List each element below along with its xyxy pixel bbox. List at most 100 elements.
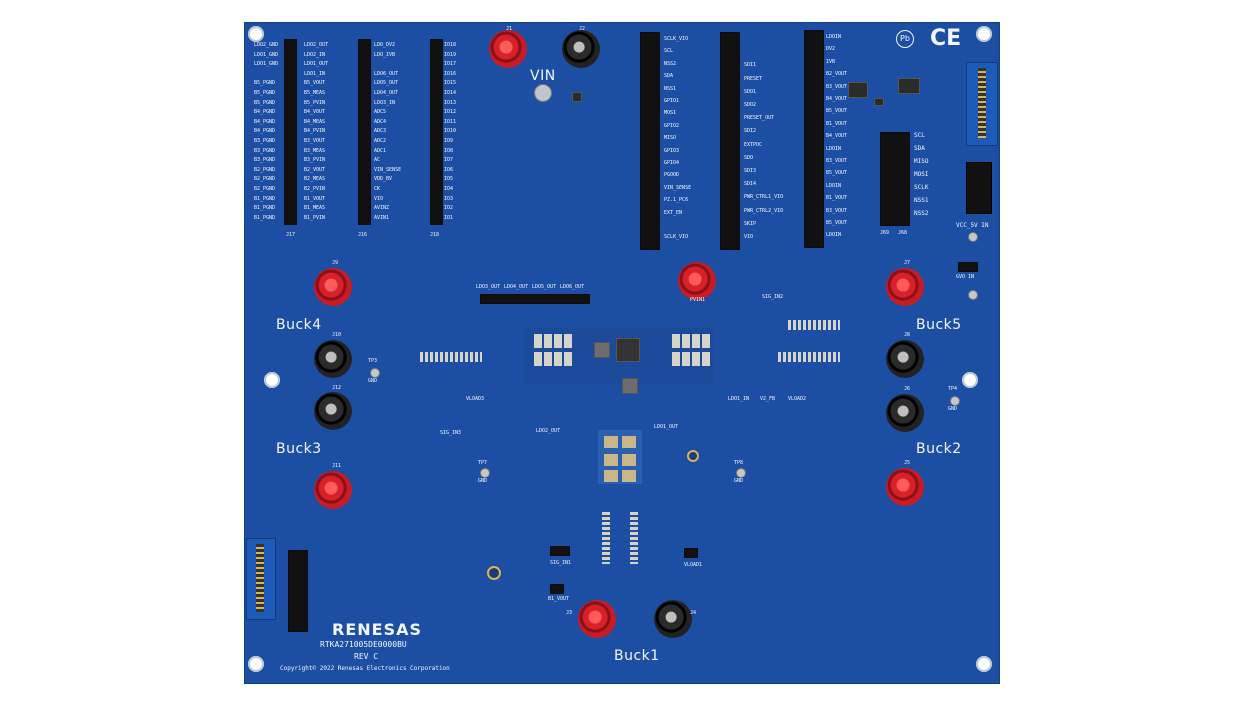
pvin1-red-binding-post[interactable] — [678, 262, 716, 300]
j6-label: J6 — [904, 386, 911, 392]
silk-label: NSS1 — [664, 85, 677, 92]
mounting-hole — [248, 26, 264, 42]
buck2-black-binding-post[interactable] — [886, 394, 924, 432]
vcc-in-label: VCC_5V IN — [956, 222, 989, 229]
ic-chip — [898, 78, 920, 94]
silk-label: B2_PVIN — [304, 186, 326, 192]
spi-label: NSS2 — [914, 210, 929, 217]
buck1-black-binding-post[interactable] — [654, 600, 692, 638]
silk-label: B3_VOUT — [826, 158, 848, 164]
capacitor — [702, 352, 710, 366]
silk-label: LDOIN — [826, 182, 842, 189]
buck4-red-binding-post[interactable] — [314, 268, 352, 306]
buck1-red-binding-post[interactable] — [578, 600, 616, 638]
header-j17[interactable] — [284, 39, 297, 225]
silk-label: VIO — [744, 234, 754, 240]
j4-label: J4 — [690, 610, 697, 616]
gnd-label: GND — [478, 478, 488, 484]
header-j16[interactable] — [358, 39, 371, 225]
vloadt3-label: VLOAD3 — [466, 396, 485, 402]
connector-j6a[interactable] — [966, 162, 992, 214]
header-jumper-column-2[interactable] — [720, 32, 740, 250]
test-point-vcc[interactable] — [968, 232, 978, 242]
silk-label: MISO — [664, 135, 677, 142]
silk-label: IO17 — [444, 61, 457, 68]
test-point-tp8[interactable] — [736, 468, 746, 478]
silk-label: PGOOD — [664, 172, 680, 179]
silk-label: LDO2_IN — [304, 51, 326, 58]
silk-label: SDO — [744, 154, 754, 161]
ldo-out-jumpers[interactable] — [480, 294, 590, 304]
silk-label: PZ.1_PC6 — [664, 197, 689, 204]
ldo2-out-label: LDO2_OUT — [536, 428, 561, 434]
gnd-label: GND — [948, 406, 958, 412]
buck2-red-binding-post[interactable] — [886, 468, 924, 506]
silk-label: LDOIN — [826, 145, 842, 152]
capacitor — [554, 352, 562, 366]
pb-free-mark: Pb — [896, 30, 914, 48]
buck5-label: Buck5 — [916, 317, 962, 333]
capacitor — [564, 334, 572, 348]
header-jumper-column-1[interactable] — [640, 32, 660, 250]
silk-label: B3_VOUT — [826, 83, 848, 90]
silk-label: SCL — [664, 48, 674, 55]
silk-label: B5_PGND — [254, 99, 276, 106]
pvin1-label: PVIN1 — [690, 297, 706, 303]
header-j101[interactable] — [550, 546, 570, 556]
silk-label: IO14 — [444, 90, 457, 96]
silk-label: B3_MEAS — [304, 147, 326, 154]
buck4-black-binding-post[interactable] — [314, 340, 352, 378]
buck4-label: Buck4 — [276, 317, 322, 333]
j68-label: J68 — [898, 230, 908, 236]
silk-label: VIO — [374, 195, 384, 202]
connector-pins — [978, 68, 986, 138]
silk-label: MOSI — [664, 110, 677, 117]
capacitor — [544, 352, 552, 366]
header-j103[interactable] — [684, 548, 698, 558]
vin-black-binding-post[interactable] — [562, 30, 600, 68]
silk-label: B2_MEAS — [304, 176, 326, 183]
silk-label: AC — [374, 157, 381, 164]
silk-label: CK — [374, 186, 381, 192]
capacitor — [604, 436, 618, 448]
header-j75[interactable] — [958, 262, 978, 272]
silk-label: B3_PGND — [254, 157, 276, 164]
buck5-red-binding-post[interactable] — [886, 268, 924, 306]
silk-label: IO2 — [444, 205, 454, 212]
j10-label: J10 — [332, 332, 342, 338]
silk-label: B1_VOUT — [826, 195, 848, 202]
silk-label: LDO4_OUT — [374, 90, 399, 96]
header-jumper-column-3[interactable] — [804, 30, 824, 248]
spi-header[interactable] — [880, 132, 910, 226]
resistor-array-right — [778, 352, 840, 362]
silk-label: LDO5_OUT — [374, 80, 399, 87]
mounting-hole — [487, 566, 501, 580]
spi-label: MISO — [914, 158, 929, 165]
inductor — [594, 342, 610, 358]
buck3-black-binding-post[interactable] — [314, 392, 352, 430]
test-point-tp4[interactable] — [950, 396, 960, 406]
header-stack-j139-j148[interactable] — [288, 550, 308, 632]
buck3-red-binding-post[interactable] — [314, 471, 352, 509]
silk-label: IO10 — [444, 128, 457, 135]
silk-label: SDI2 — [744, 128, 757, 135]
test-point-gvo[interactable] — [968, 290, 978, 300]
silk-label: LDOIN — [826, 232, 842, 239]
silk-label: B5_VOUT — [826, 170, 848, 177]
silk-label: NSS2 — [664, 60, 677, 67]
silk-label: SKIP — [744, 220, 757, 227]
test-point-tp7[interactable] — [480, 468, 490, 478]
resistor-array-lower — [602, 512, 610, 564]
silk-label: B2_PGND — [254, 166, 276, 173]
mounting-hole — [687, 450, 699, 462]
test-point-tp3[interactable] — [370, 368, 380, 378]
buck5-black-binding-post[interactable] — [886, 340, 924, 378]
header-j107[interactable] — [550, 584, 564, 594]
silk-label: B3_VOUT — [304, 138, 326, 144]
header-j18[interactable] — [430, 39, 443, 225]
silk-label: SCLK_VIO — [664, 36, 689, 42]
ic-chip — [874, 98, 884, 106]
j1-label: J1 — [506, 26, 513, 32]
vin-red-binding-post[interactable] — [489, 30, 527, 68]
capacitor — [682, 352, 690, 366]
